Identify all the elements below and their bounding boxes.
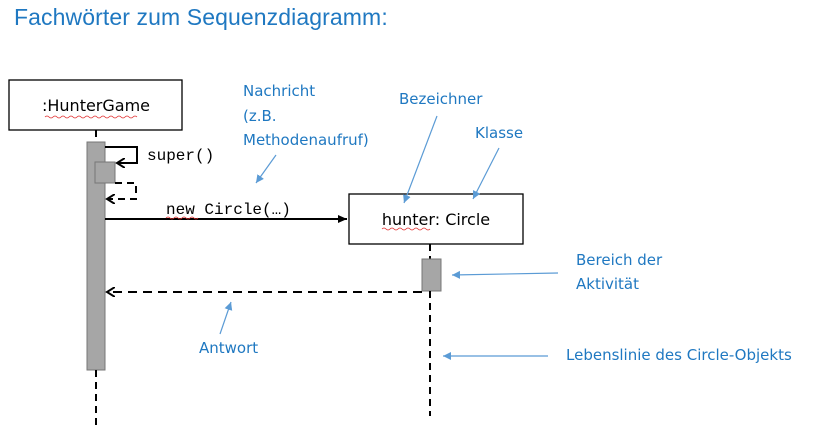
annotation-arrow-bezeichner	[403, 115, 438, 204]
object-label-huntergame: :HunterGame	[42, 96, 150, 115]
page-title: Fachwörter zum Sequenzdiagramm:	[14, 4, 388, 30]
spellcheck-underline	[381, 227, 431, 231]
message-label-new-circle: new Circle(…)	[166, 201, 291, 219]
activation-bar-super	[94, 161, 116, 184]
annotation-klasse: Klasse	[475, 124, 523, 142]
activation-bar-circle	[421, 258, 442, 292]
message-arrow-super	[105, 146, 138, 163]
annotation-aktivitaet: Bereich der Aktivität	[576, 251, 667, 293]
spellcheck-underline	[165, 216, 199, 220]
object-box-hunter-circle	[348, 193, 524, 245]
annotation-arrow-aktivitaet	[451, 270, 559, 279]
message-label-super: super()	[147, 147, 214, 165]
annotation-nachricht: Nachricht (z.B. Methodenaufruf)	[243, 82, 369, 149]
return-arrow-super	[107, 182, 137, 199]
spellcheck-underline	[44, 115, 138, 119]
object-box-huntergame	[8, 79, 183, 131]
object-label-hunter-circle: hunter: Circle	[382, 210, 490, 229]
annotation-arrow-klasse	[472, 147, 500, 200]
object-huntergame: :HunterGame	[8, 79, 183, 131]
annotation-lebenslinie: Lebenslinie des Circle-Objekts	[566, 346, 792, 364]
annotation-arrow-antwort	[219, 301, 233, 335]
annotation-antwort: Antwort	[199, 339, 258, 357]
object-hunter-circle: hunter: Circle	[348, 193, 524, 245]
annotation-arrow-nachricht	[255, 154, 277, 184]
annotation-bezeichner: Bezeichner	[399, 90, 483, 108]
